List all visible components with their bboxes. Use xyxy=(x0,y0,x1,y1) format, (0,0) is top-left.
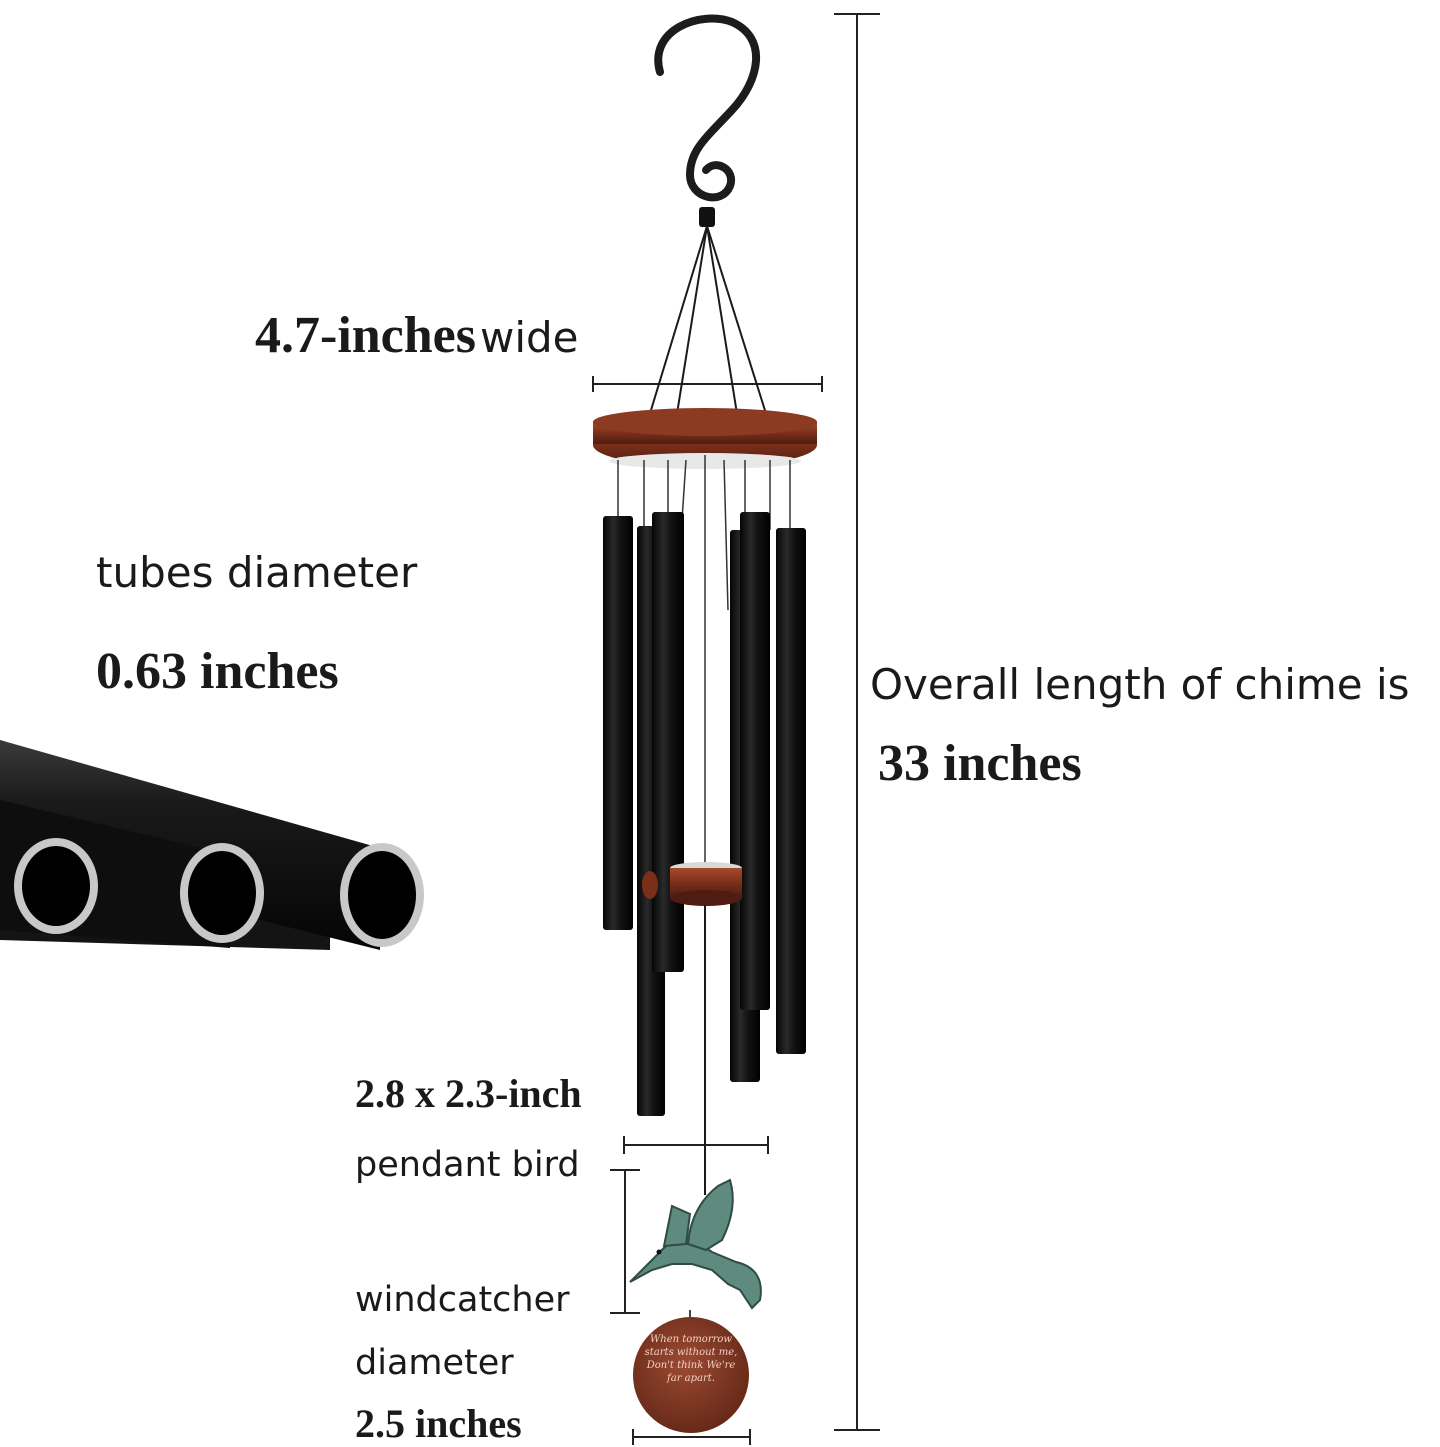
chime-tubes xyxy=(603,512,806,1116)
overall-length-title: Overall length of chime is xyxy=(870,660,1410,709)
tube-1 xyxy=(603,516,633,930)
width-dimension xyxy=(592,376,823,392)
wooden-striker xyxy=(642,862,742,906)
windcatcher-title: windcatcher xyxy=(355,1280,570,1320)
width-value: 4.7-inches xyxy=(255,307,476,364)
s-hook xyxy=(654,14,760,202)
hook-connector xyxy=(699,207,715,227)
bird-size-value: 2.8 x 2.3-inch xyxy=(355,1071,582,1116)
windcatcher-diameter-value: 2.5 inches xyxy=(355,1401,522,1446)
windcatcher-diameter-title: diameter xyxy=(355,1343,514,1383)
hummingbird-pendant-icon xyxy=(629,1178,762,1310)
tubes-diameter-title: tubes diameter xyxy=(96,548,418,597)
bird-height-dimension xyxy=(610,1169,640,1314)
overall-length-dimension xyxy=(834,13,880,1431)
tube-5 xyxy=(740,512,770,1010)
tubes-diameter-value: 0.63 inches xyxy=(96,643,339,700)
windcatcher-inscription: When tomorrow starts without me, Don't t… xyxy=(644,1334,738,1384)
tube-end-2 xyxy=(180,843,264,943)
tube-3 xyxy=(652,512,684,972)
tube-end-1 xyxy=(14,838,98,934)
pendant-bird-title: pendant bird xyxy=(355,1145,580,1185)
width-suffix: wide xyxy=(480,313,579,362)
tube-end-3 xyxy=(340,843,424,947)
windcatcher-disc xyxy=(633,1310,749,1433)
tube-closeup xyxy=(0,740,424,950)
bird-width-dimension xyxy=(623,1136,769,1154)
windcatcher-width-dimension xyxy=(632,1429,751,1445)
tube-6 xyxy=(776,528,806,1054)
width-label: 4.7-inches wide xyxy=(255,306,579,365)
overall-length-value: 33 inches xyxy=(878,735,1082,792)
hanging-strings xyxy=(647,225,769,421)
